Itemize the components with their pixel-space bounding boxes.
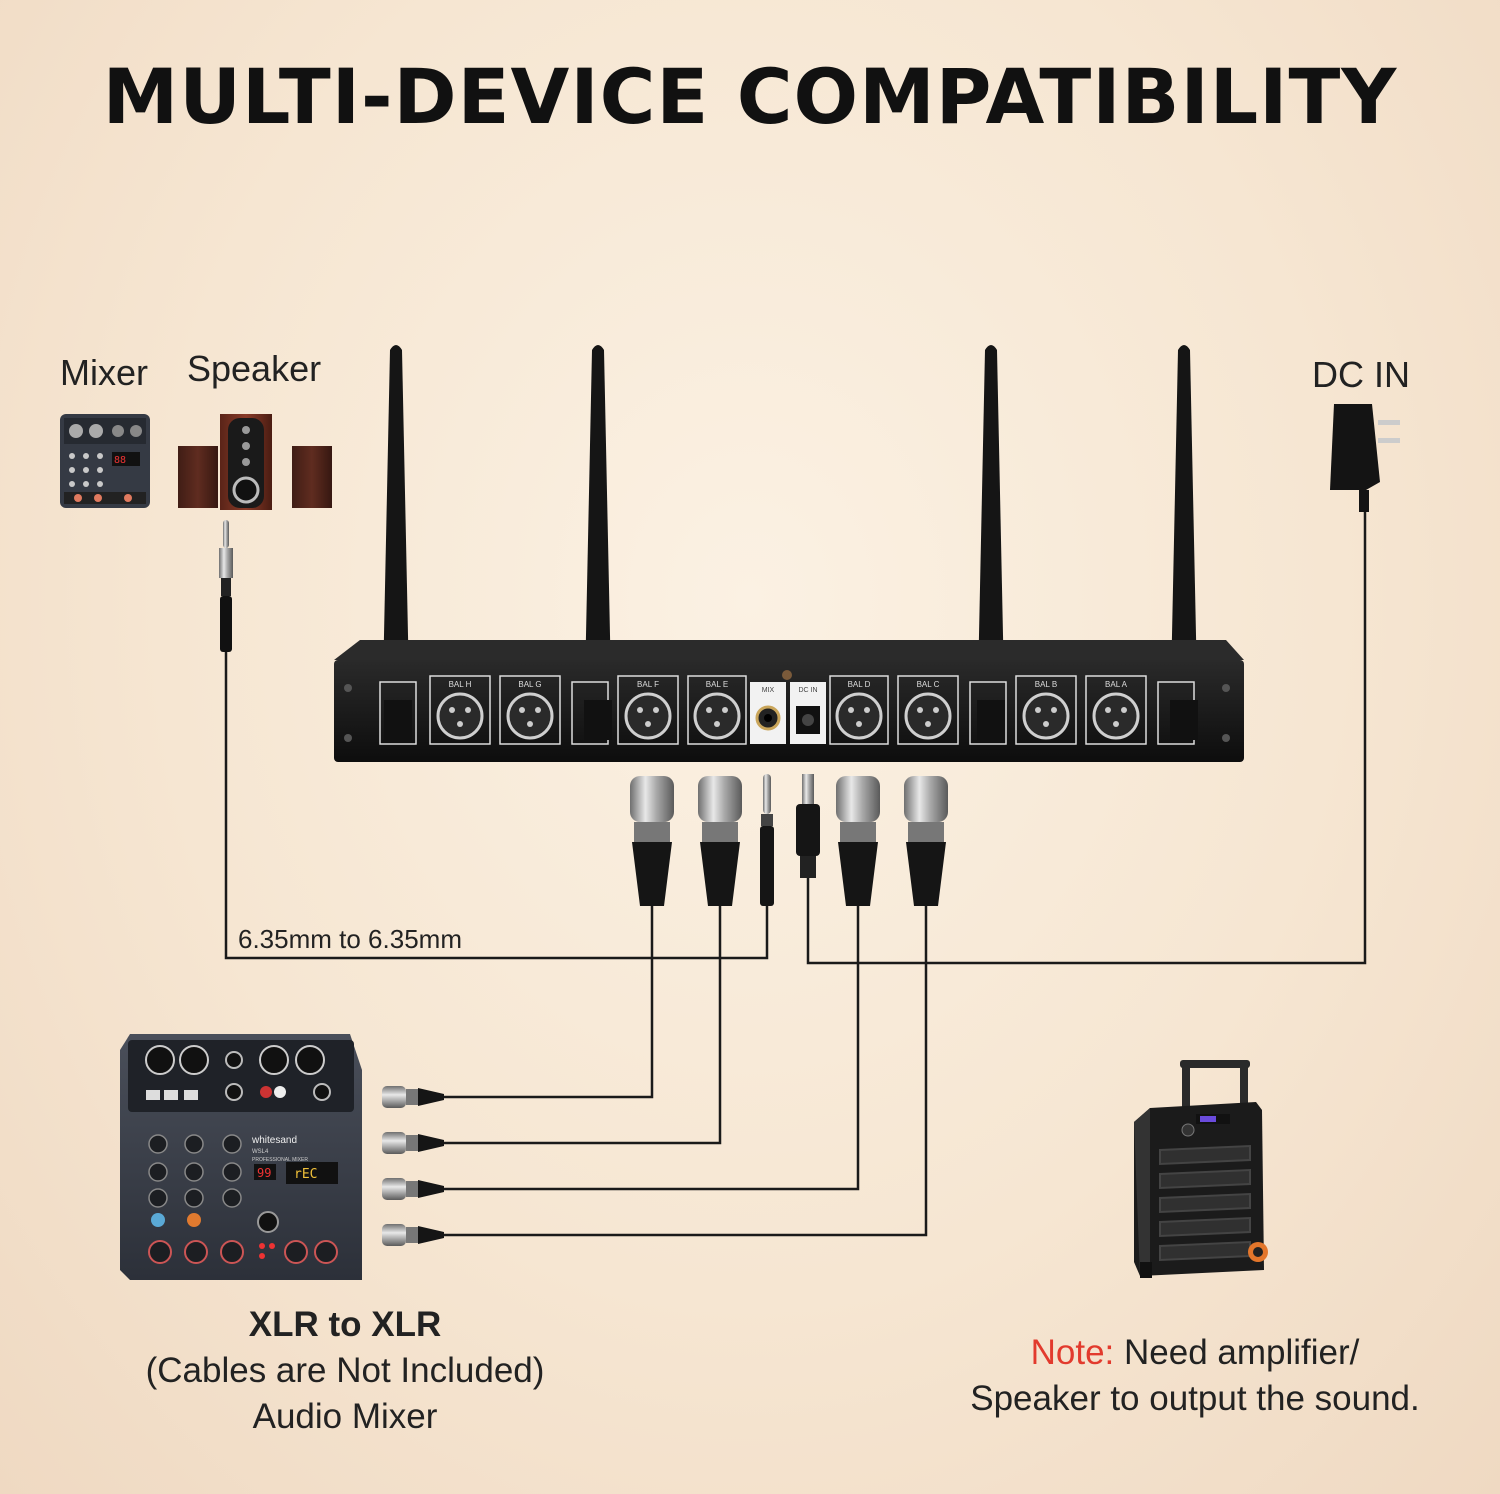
note-line-2: Speaker to output the sound. <box>970 1379 1420 1418</box>
mixer-subtitle: PROFESSIONAL MIXER <box>252 1157 308 1163</box>
wire-xlr-2 <box>442 905 722 1145</box>
dc-in-label: DC IN <box>1312 354 1410 395</box>
wire-635mm <box>224 650 769 960</box>
caption-line-1: XLR to XLR <box>248 1305 442 1344</box>
xlr-connector-horizontal-2 <box>382 1132 444 1154</box>
xlr-connector-4 <box>904 776 948 906</box>
dc-plug <box>796 774 820 878</box>
mixer-caption: XLR to XLR (Cables are Not Included) Aud… <box>110 1302 580 1440</box>
svg-text:BAL B: BAL B <box>1035 680 1057 689</box>
mixer-display-left: 99 <box>257 1166 271 1180</box>
xlr-connector-horizontal-3 <box>382 1178 444 1200</box>
caption-line-3: Audio Mixer <box>252 1397 438 1436</box>
svg-text:BAL D: BAL D <box>848 680 871 689</box>
xlr-connector-horizontal-4 <box>382 1224 444 1246</box>
mixer-brand: whitesand <box>251 1135 297 1146</box>
cable-635-label: 6.35mm to 6.35mm <box>238 924 462 954</box>
xlr-connector-3 <box>836 776 880 906</box>
svg-text:BAL C: BAL C <box>917 680 940 689</box>
port-mix: MIX <box>750 682 786 744</box>
port-bal-b: BAL B <box>1015 675 1077 745</box>
svg-text:88: 88 <box>114 455 126 466</box>
mixer-label: Mixer <box>60 352 148 393</box>
svg-text:BAL A: BAL A <box>1105 680 1128 689</box>
mixer-model: WSL4 <box>252 1149 269 1155</box>
svg-text:DC IN: DC IN <box>798 687 817 694</box>
caption-line-2: (Cables are Not Included) <box>145 1351 545 1390</box>
connection-wires <box>224 512 1367 1237</box>
xlr-connector-1 <box>630 776 674 906</box>
jack-plug-635-right <box>760 774 774 906</box>
speaker-label: Speaker <box>187 348 322 389</box>
wire-dc <box>806 512 1367 965</box>
small-mixer-icon: 88 <box>60 414 150 508</box>
note-line-1: Need amplifier/ <box>1114 1333 1360 1372</box>
page-title: MULTI-DEVICE COMPATIBILITY <box>102 52 1398 141</box>
port-bal-d: BAL D <box>829 675 889 745</box>
power-adapter-icon <box>1330 404 1400 512</box>
speaker-set-icon <box>178 414 332 510</box>
wire-xlr-3 <box>442 905 860 1191</box>
port-bal-a: BAL A <box>1085 675 1147 745</box>
receiver-unit: BAL H BAL G BAL F BAL E <box>334 640 1244 762</box>
port-bal-f: BAL F <box>617 675 679 745</box>
svg-text:MIX: MIX <box>762 687 775 694</box>
jack-plug-635-left <box>219 520 233 652</box>
note-block: Note: Need amplifier/ Speaker to output … <box>930 1330 1460 1422</box>
wire-xlr-1 <box>442 905 654 1099</box>
svg-text:BAL H: BAL H <box>449 680 472 689</box>
audio-mixer-device: whitesand WSL4 PROFESSIONAL MIXER 99 rEC <box>120 1034 362 1280</box>
xlr-connector-horizontal-1 <box>382 1086 444 1108</box>
note-prefix: Note: <box>1030 1333 1115 1372</box>
port-bal-c: BAL C <box>897 675 959 745</box>
xlr-connector-2 <box>698 776 742 906</box>
wire-xlr-4 <box>442 905 928 1237</box>
svg-text:BAL G: BAL G <box>518 680 541 689</box>
trolley-speaker-device <box>1134 1060 1268 1278</box>
svg-text:BAL F: BAL F <box>637 680 659 689</box>
port-dc-in: DC IN <box>790 682 826 744</box>
port-bal-e: BAL E <box>687 675 747 745</box>
antennas <box>382 345 1198 730</box>
port-bal-g: BAL G <box>499 675 561 745</box>
svg-text:BAL E: BAL E <box>706 680 728 689</box>
mixer-display-right: rEC <box>294 1167 317 1182</box>
port-bal-h: BAL H <box>429 675 491 745</box>
